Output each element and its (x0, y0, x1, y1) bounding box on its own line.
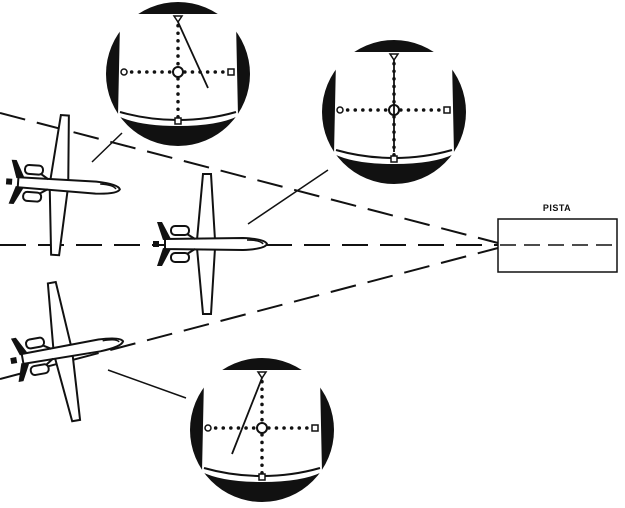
runway-label: PISTA (543, 203, 571, 213)
localizer-needle (231, 377, 263, 455)
leader-line-top-right (247, 169, 329, 225)
leader-line-bottom (107, 369, 187, 399)
airplane-upper (0, 110, 126, 261)
instrument-top-right (320, 38, 468, 186)
glide-boundary-lower (0, 247, 499, 380)
instrument-bottom (188, 356, 336, 504)
airplane-lower (0, 271, 137, 431)
leader-lines (91, 132, 329, 399)
leader-line-top-left (91, 132, 123, 163)
instrument-top-left (104, 0, 252, 148)
localizer-needle (177, 21, 209, 89)
glide-boundary-upper (0, 112, 499, 244)
runway: PISTA (497, 203, 618, 273)
airplane-center (152, 173, 268, 315)
